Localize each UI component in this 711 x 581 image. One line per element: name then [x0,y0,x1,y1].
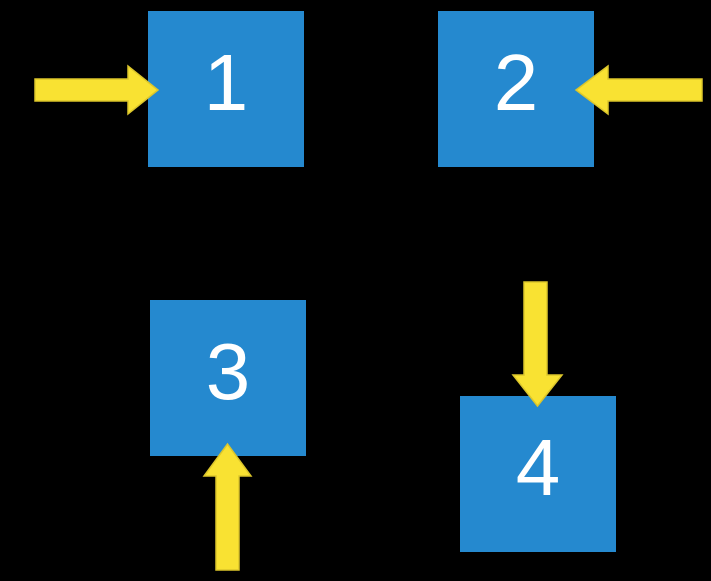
arrow-up-icon [202,442,253,571]
numbered-box-1: 1 [148,11,304,167]
arrow-right-icon [34,64,160,116]
arrow-left-icon [574,64,703,116]
box-label-4: 4 [515,423,561,512]
numbered-box-3: 3 [150,300,306,456]
box-label-1: 1 [203,38,249,127]
numbered-box-2: 2 [438,11,594,167]
numbered-box-4: 4 [460,396,616,552]
box-label-2: 2 [493,38,539,127]
arrow-down-icon [511,281,564,408]
box-label-3: 3 [205,327,251,416]
